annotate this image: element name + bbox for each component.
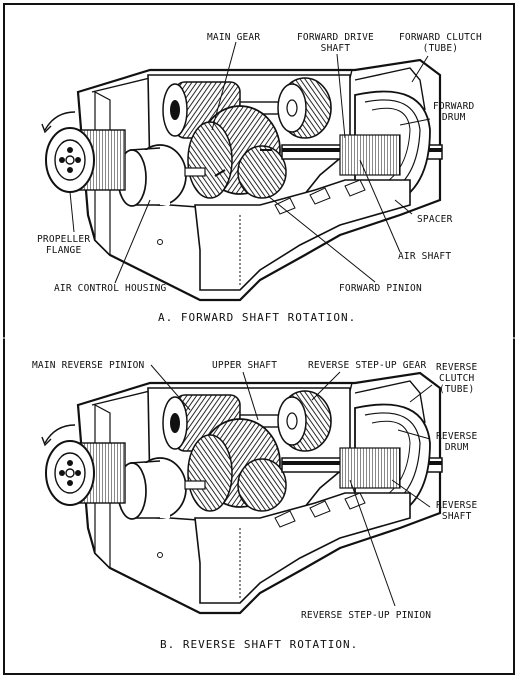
label-reverse-clutch: REVERSE CLUTCH (TUBE) — [436, 362, 478, 395]
caption-forward-shaft-rotation: A. FORWARD SHAFT ROTATION. — [158, 311, 357, 324]
label-reverse-shaft: REVERSE SHAFT — [436, 500, 478, 522]
label-air-control-housing: AIR CONTROL HOUSING — [54, 283, 167, 294]
label-propeller-flange: PROPELLER FLANGE — [37, 234, 91, 256]
label-main-gear: MAIN GEAR — [207, 32, 261, 43]
forward-leader-lines — [69, 41, 431, 284]
label-spacer: SPACER — [417, 214, 453, 225]
label-forward-clutch: FORWARD CLUTCH (TUBE) — [399, 32, 482, 54]
label-reverse-step-up-pinion: REVERSE STEP-UP PINION — [301, 610, 432, 621]
forward-gearbox-drawing — [40, 58, 444, 302]
label-reverse-step-up-gear: REVERSE STEP-UP GEAR — [308, 360, 427, 371]
label-upper-shaft: UPPER SHAFT — [212, 360, 278, 371]
label-forward-drive-shaft: FORWARD DRIVE SHAFT — [297, 32, 374, 54]
label-air-shaft: AIR SHAFT — [398, 251, 452, 262]
label-main-reverse-pinion: MAIN REVERSE PINION — [32, 360, 145, 371]
reverse-leader-lines — [150, 364, 433, 607]
label-forward-drum: FORWARD DRUM — [433, 101, 475, 123]
label-forward-pinion: FORWARD PINION — [339, 283, 422, 294]
label-reverse-drum: REVERSE DRUM — [436, 431, 478, 453]
caption-reverse-shaft-rotation: B. REVERSE SHAFT ROTATION. — [160, 638, 359, 651]
reverse-gearbox-drawing — [40, 371, 444, 615]
